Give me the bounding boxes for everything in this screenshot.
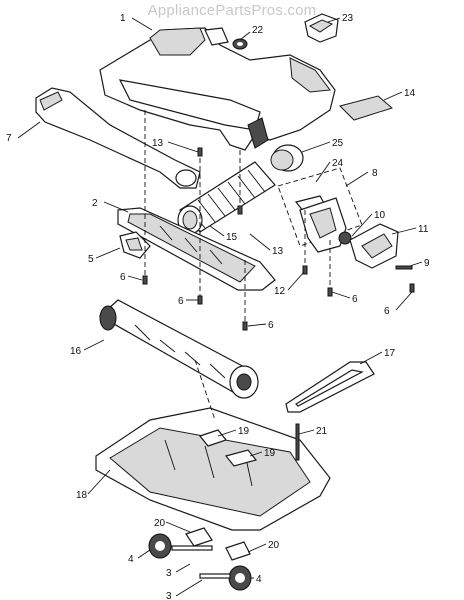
callout-24: 24 [332,158,344,169]
callout-21: 21 [316,426,328,437]
callout-10: 10 [374,210,386,221]
part-7-bumper [35,87,201,189]
part-19-tab [198,429,258,467]
screws [142,110,415,421]
part-11-pedal [349,223,399,269]
part-22-clip [232,38,248,50]
callout-25: 25 [332,138,344,149]
part-hood-cover [99,27,336,151]
part-4-wheel [148,533,252,591]
part-8-switch-assembly [277,167,363,253]
callout-19-b: 19 [264,448,276,459]
callout-17: 17 [384,348,396,359]
part-10-roller [338,231,352,245]
callout-6-d: 6 [352,294,358,305]
callout-3-a: 3 [166,568,172,579]
part-23-latch [304,13,339,43]
callout-6-e: 6 [384,306,390,317]
callout-1: 1 [120,13,126,24]
callout-14: 14 [404,88,416,99]
callout-18: 18 [76,490,88,501]
part-18-lower-base [95,407,331,531]
callout-22: 22 [252,25,264,36]
watermark: AppliancePartsPros.com [147,2,317,19]
callout-6-b: 6 [178,296,184,307]
callout-13-a: 13 [152,138,164,149]
callout-13-b: 13 [272,246,284,257]
callout-8: 8 [372,168,378,179]
callout-2: 2 [92,198,98,209]
callout-20-a: 20 [154,518,166,529]
part-15-hose [177,161,276,235]
callout-15: 15 [226,232,238,243]
part-14-filter [339,95,394,121]
callout-23: 23 [342,13,354,24]
callout-4-a: 4 [128,554,134,565]
callout-7: 7 [6,133,12,144]
callout-3-b: 3 [166,591,172,600]
part-5-bracket [119,231,151,259]
part-17-belt [285,361,375,413]
callout-5: 5 [88,254,94,265]
part-20-clip [185,527,251,561]
part-25-collar [270,144,304,172]
callout-16: 16 [70,346,82,357]
callout-labels: 1 22 23 14 7 13 25 24 8 2 15 13 5 6 6 6 … [6,13,430,600]
callout-20-b: 20 [268,540,280,551]
leader-lines [17,17,423,597]
part-16-brush-roll [98,299,259,399]
callout-4-b: 4 [256,574,262,585]
callout-19-a: 19 [238,426,250,437]
callout-6-c: 6 [268,320,274,331]
part-21-pin [295,423,300,461]
part-3-axle [171,545,231,579]
callout-9: 9 [424,258,430,269]
callout-11: 11 [418,224,429,235]
callout-12: 12 [274,286,286,297]
callout-6-a: 6 [120,272,126,283]
part-9-screw [395,265,413,270]
